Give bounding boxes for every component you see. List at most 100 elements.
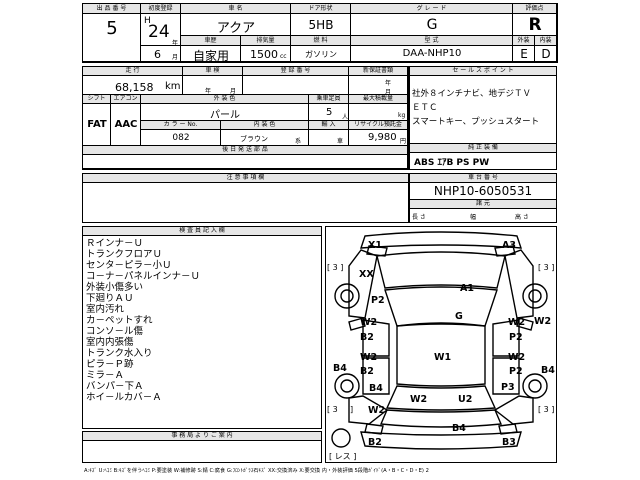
exterior-label: 外装 bbox=[513, 36, 535, 46]
max-load-unit: kg bbox=[398, 112, 406, 119]
ac-cell bbox=[111, 104, 141, 146]
ac-label: エアコン bbox=[111, 95, 141, 104]
legend-text: A:ｷｽﾞ U:ﾍｺﾐ B:ｷｽﾞを伴うﾍｺﾐ P:要塗装 W:補修跡 S:錆 … bbox=[84, 468, 429, 474]
damage-mark: B2 bbox=[368, 437, 382, 448]
recycle-label: リサイクル預託金 bbox=[349, 121, 408, 130]
model: DAA-NHP10 bbox=[402, 48, 462, 59]
shift-label: シフト bbox=[83, 95, 111, 104]
divider bbox=[141, 45, 181, 46]
remark-line: コンソ－ル傷 bbox=[86, 326, 144, 337]
import-value: 車 bbox=[337, 138, 344, 145]
damage-mark: B2 bbox=[360, 366, 374, 377]
exterior-grade: E bbox=[520, 47, 528, 61]
warranty-cell bbox=[349, 76, 408, 95]
damage-mark: W2 bbox=[508, 317, 526, 328]
year: 24 bbox=[148, 22, 170, 42]
office-label: 事 務 局 よ り ご 案 内 bbox=[83, 432, 321, 441]
capacity-unit: 人 bbox=[342, 114, 349, 121]
tire-bracket-rear-left-close: ] bbox=[350, 405, 354, 414]
interior-color-label: 内 装 色 bbox=[221, 121, 309, 130]
tire-bracket-front-right: [ 3 ] bbox=[538, 263, 555, 272]
cc-unit: cc bbox=[280, 53, 287, 60]
damage-mark: P2 bbox=[371, 295, 385, 306]
remark-line: Ｒインナ－Ｕ bbox=[86, 238, 144, 249]
grade: G bbox=[426, 17, 438, 33]
month: 6 bbox=[154, 48, 161, 61]
inspector-remarks: Ｒインナ－Ｕ トランクフロアＵ センタ－ピラ－小Ｕ コ－ナ－パネルインナ－Ｕ 外… bbox=[86, 238, 200, 403]
header-block bbox=[82, 3, 558, 63]
capacity-label: 乗車定員 bbox=[309, 95, 349, 104]
color-cell bbox=[141, 104, 309, 121]
color-label: 外 装 色 bbox=[141, 95, 309, 104]
score: R bbox=[528, 15, 542, 35]
damage-mark: W2 bbox=[360, 352, 378, 363]
grade-label: グ レ ー ド bbox=[351, 4, 513, 14]
office-block bbox=[82, 431, 322, 463]
inspector-label: 検 査 員 記 入 欄 bbox=[83, 227, 321, 236]
fuel-cell bbox=[291, 46, 351, 62]
interior-label: 内装 bbox=[535, 36, 557, 46]
era: H bbox=[144, 16, 151, 26]
damage-mark: P3 bbox=[501, 382, 515, 393]
remark-line: カ－ペットすれ bbox=[86, 315, 153, 326]
tire-bracket-rear-left: [ 3 bbox=[327, 405, 338, 414]
damage-mark: G bbox=[455, 311, 463, 322]
divider bbox=[410, 143, 556, 144]
cc: 1500 bbox=[250, 48, 278, 61]
mileage-cell bbox=[83, 76, 183, 95]
selling-points-block bbox=[409, 66, 557, 170]
damage-mark: B4 bbox=[541, 365, 555, 376]
warranty-year: 年 bbox=[385, 80, 392, 87]
tire-bracket-front-left: [ 3 ] bbox=[327, 263, 344, 272]
inspection-year-unit: 年 bbox=[205, 88, 212, 95]
equipment-label: 純 正 装 備 bbox=[410, 144, 556, 153]
score-label: 評価点 bbox=[513, 4, 557, 14]
usage: 自家用 bbox=[192, 49, 229, 63]
chassis-number: NHP10-6050531 bbox=[433, 184, 533, 198]
car-diagram-block bbox=[325, 226, 557, 463]
damage-mark: W2 bbox=[410, 394, 428, 405]
cc-cell bbox=[241, 46, 291, 62]
remark-line: トランクフロアＵ bbox=[86, 249, 163, 260]
damage-mark: U2 bbox=[458, 394, 473, 405]
equipment-value: ABS ｴｱB PS PW bbox=[414, 158, 490, 168]
remark-line: 室内汚れ bbox=[86, 304, 125, 315]
remark-line: ミラ－Ａ bbox=[86, 370, 125, 381]
interior-color-cell bbox=[221, 130, 309, 146]
recycle-unit: 円 bbox=[400, 138, 407, 145]
aftermarket-cell bbox=[83, 155, 408, 169]
spare-tire-bracket: [ レス ] bbox=[329, 452, 357, 461]
chassis-block bbox=[409, 173, 557, 223]
first-reg-label: 初度登録 bbox=[141, 4, 181, 14]
first-reg-cell bbox=[141, 14, 181, 62]
damage-mark: A3 bbox=[502, 240, 516, 251]
car-name-cell bbox=[181, 14, 291, 36]
remark-line: センタ－ピラ－小Ｕ bbox=[86, 260, 172, 271]
remark-line: 室内内張傷 bbox=[86, 337, 134, 348]
aftermarket-label: 後 日 発 送 部 品 bbox=[83, 146, 408, 155]
specs-block bbox=[82, 66, 409, 170]
warranty-month: 月 bbox=[385, 89, 392, 96]
damage-mark: W1 bbox=[434, 352, 452, 363]
model-label: 型 式 bbox=[351, 36, 513, 46]
tire-bracket-rear-right: [ 3 ] bbox=[538, 405, 555, 414]
remark-line: 外装小傷多い bbox=[86, 282, 144, 293]
warranty-label: 新保証書類 bbox=[349, 67, 408, 76]
damage-mark: P2 bbox=[509, 366, 523, 377]
remark-line: 下廻りＡＵ bbox=[86, 293, 134, 304]
notes-block bbox=[82, 173, 409, 223]
width-label: 幅 bbox=[470, 214, 477, 221]
damage-mark: B4 bbox=[452, 423, 466, 434]
fuel: ガソリン bbox=[305, 50, 337, 59]
shift-cell bbox=[83, 104, 111, 146]
body-cell bbox=[291, 14, 351, 36]
damage-mark: X1 bbox=[368, 240, 382, 251]
selling-point-3: スマートキー、プッシュスタート bbox=[412, 117, 540, 127]
selling-point-2: ＥＴＣ bbox=[412, 103, 438, 113]
month-unit: 月 bbox=[172, 54, 179, 61]
registration-label: 登 録 番 号 bbox=[243, 67, 349, 76]
recycle-amount: 9,980 bbox=[368, 132, 397, 143]
remark-line: ホイ－ルカバ－Ａ bbox=[86, 392, 162, 403]
shift: FAT bbox=[87, 119, 107, 130]
selling-points-label: セ ー ル ス ポ イ ン ト bbox=[410, 67, 556, 76]
